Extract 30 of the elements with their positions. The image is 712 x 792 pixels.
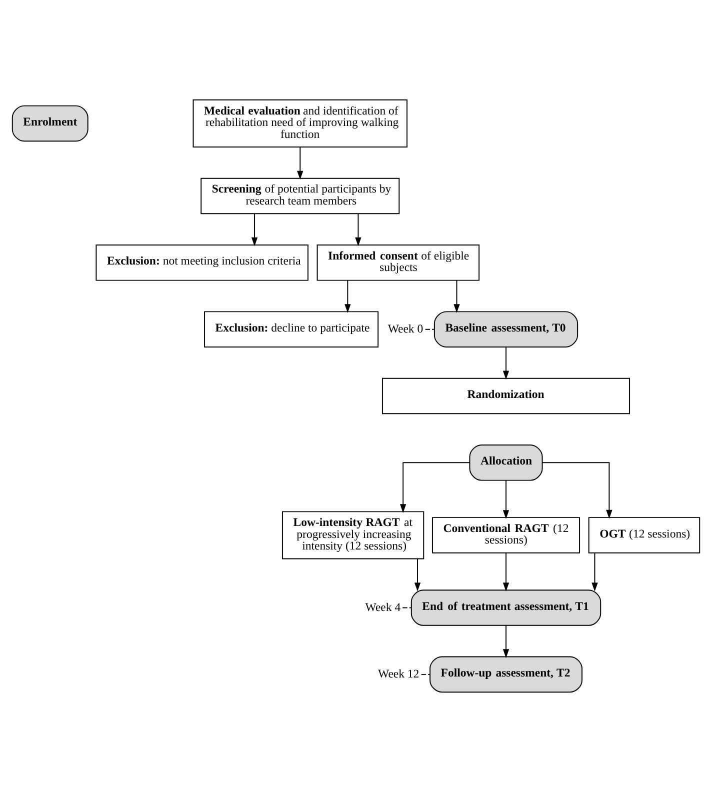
arrow	[414, 558, 421, 592]
node-box: Allocation	[469, 444, 543, 481]
arrow	[344, 280, 351, 313]
arrow	[251, 213, 258, 246]
arrow	[400, 462, 470, 513]
arrow	[355, 213, 362, 246]
node-label: Week 12	[378, 667, 420, 680]
node-box: Randomization	[382, 378, 630, 414]
node-box: Follow-up assessment, T2	[430, 656, 582, 693]
node-box: Baseline assessment, T0	[434, 311, 578, 348]
arrow	[502, 625, 510, 658]
arrow	[542, 462, 612, 519]
arrow	[592, 552, 598, 592]
node-label: Week 0	[388, 322, 424, 336]
arrow	[502, 552, 510, 592]
node-box: OGT (12 sessions)	[588, 517, 700, 554]
node-label: Week 4	[365, 600, 401, 614]
node-box: Exclusion: not meeting inclusion criteria	[96, 244, 308, 281]
arrow	[502, 346, 510, 380]
node-box: Screening of potential participants by research team members	[200, 178, 400, 214]
arrow	[297, 146, 304, 180]
node-box: Conventional RAGT (12 sessions)	[432, 517, 580, 554]
node-box: Exclusion: decline to participate	[204, 311, 379, 348]
node-box: Low-intensity RAGT at progressively increasing intensity (12 sessions)	[282, 511, 424, 560]
arrow	[454, 280, 460, 313]
node-box: Informed consent of eligible subjects	[316, 244, 480, 281]
node-box: End of treatment assessment, T1	[410, 590, 602, 626]
node-box: Enrolment	[12, 105, 88, 142]
arrow	[502, 480, 510, 519]
node-box: Medical evaluation and identification of rehabilitation need of improving walking function	[192, 99, 408, 148]
